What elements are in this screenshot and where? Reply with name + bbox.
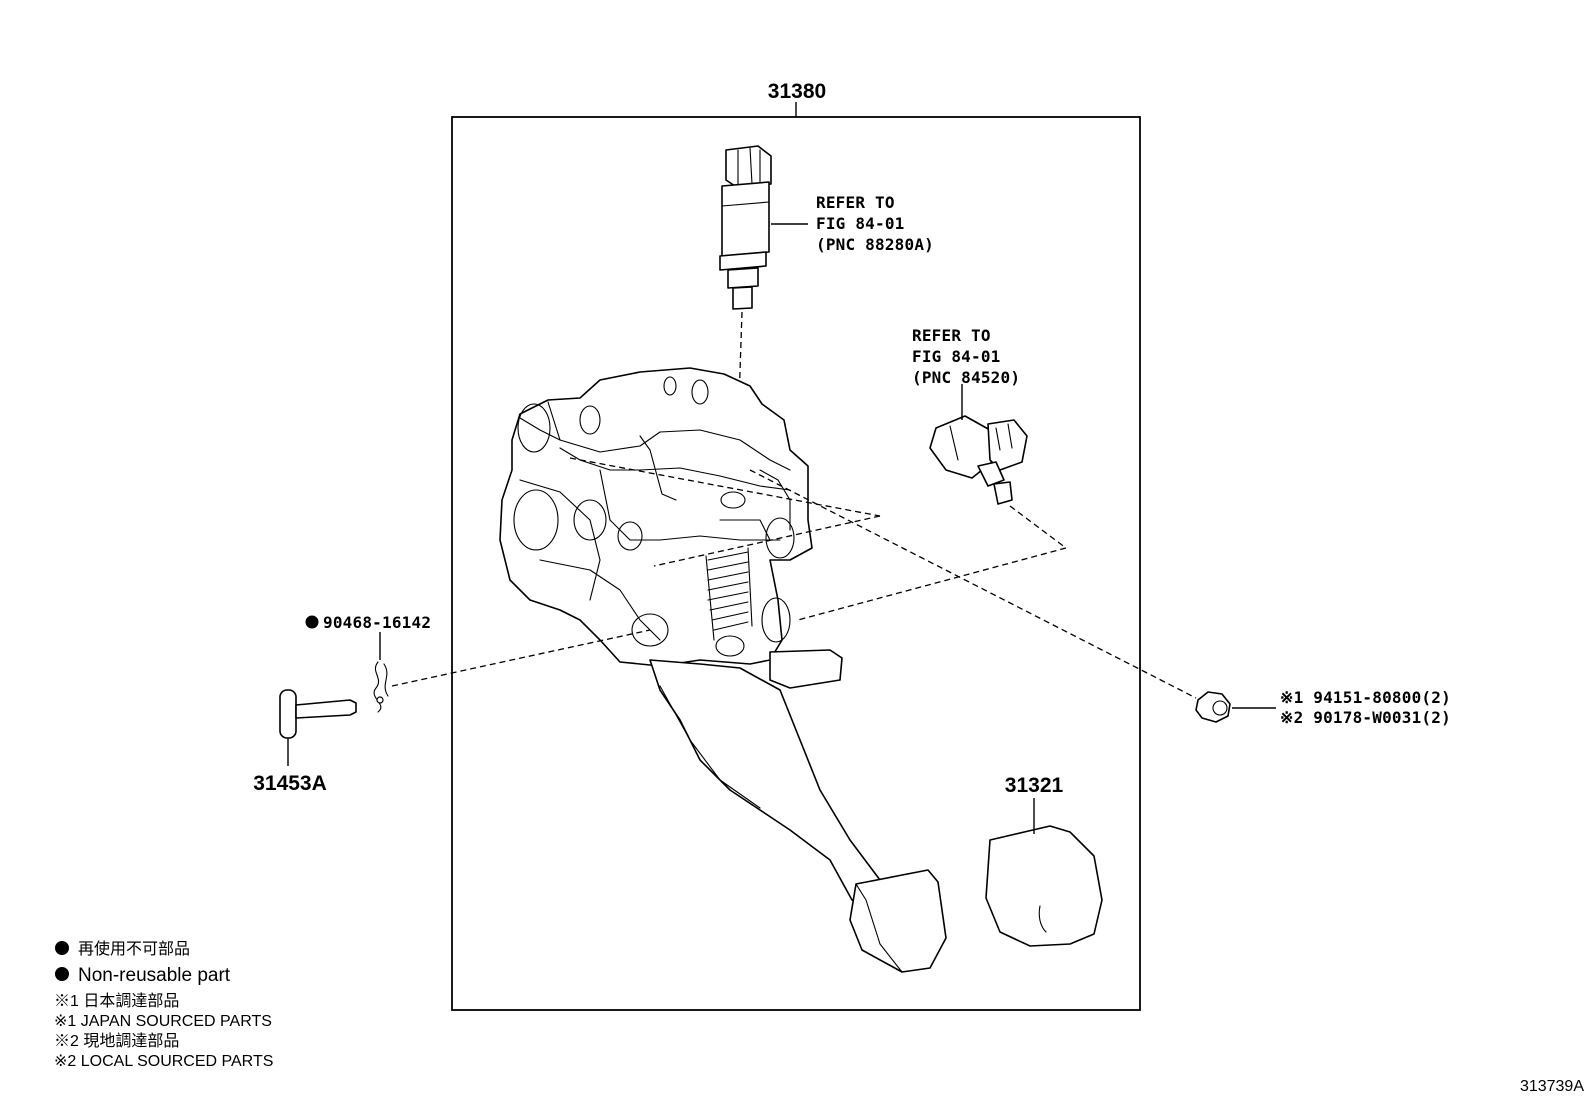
brake-pedal-arm[interactable] <box>649 659 947 973</box>
legend-local-sourced-en: ※2 LOCAL SOURCED PARTS <box>54 1053 273 1070</box>
pedal-pad[interactable] <box>985 825 1103 947</box>
nut[interactable] <box>1195 691 1231 723</box>
legend-non-reusable-jp: 再使用不可部品 <box>78 940 190 958</box>
stop-light-switch[interactable] <box>719 145 772 310</box>
non-reusable-dot-icon <box>55 941 69 955</box>
clip-part-number[interactable]: 90468-16142 <box>323 613 431 632</box>
pedal-pad-part-number[interactable]: 31321 <box>1005 774 1064 797</box>
pin-part-number[interactable]: 31453A <box>253 772 327 795</box>
brake-pedal-bracket[interactable] <box>499 367 843 689</box>
legend-japan-sourced-en: ※1 JAPAN SOURCED PARTS <box>54 1013 272 1030</box>
legend-japan-sourced-jp: ※1 日本調達部品 <box>54 992 179 1010</box>
bracket-dashline <box>569 457 881 517</box>
pin[interactable] <box>279 689 357 739</box>
svg-text:REFER TO: REFER TO <box>816 193 895 212</box>
clip[interactable] <box>373 661 389 713</box>
svg-text:FIG 84-01: FIG 84-01 <box>912 347 1001 366</box>
clutch-switch-dashline <box>797 505 1068 621</box>
nut-dashline <box>749 469 1197 699</box>
assembly-part-number[interactable]: 31380 <box>768 80 826 103</box>
non-reusable-dot-icon <box>305 615 319 629</box>
nut-part-number-2[interactable]: ※2 90178-W0031(2) <box>1280 708 1451 727</box>
bracket-dashline-2 <box>653 515 881 567</box>
clutch-switch[interactable] <box>929 415 1028 505</box>
svg-text:(PNC 88280A): (PNC 88280A) <box>816 235 934 254</box>
svg-text:FIG 84-01: FIG 84-01 <box>816 214 905 233</box>
clutch-switch-ref[interactable]: REFER TO FIG 84-01 (PNC 84520) <box>912 326 1020 387</box>
legend-non-reusable-en: Non-reusable part <box>78 965 231 986</box>
stop-light-switch-ref[interactable]: REFER TO FIG 84-01 (PNC 88280A) <box>816 193 934 254</box>
legend: 再使用不可部品 Non-reusable part ※1 日本調達部品 ※1 J… <box>54 940 273 1070</box>
legend-local-sourced-jp: ※2 現地調達部品 <box>54 1032 179 1050</box>
svg-text:REFER TO: REFER TO <box>912 326 991 345</box>
nut-part-number-1[interactable]: ※1 94151-80800(2) <box>1280 688 1451 707</box>
figure-id: 313739A <box>1520 1078 1584 1095</box>
pin-dashline <box>391 629 651 687</box>
non-reusable-dot-icon <box>55 967 69 981</box>
svg-text:(PNC 84520): (PNC 84520) <box>912 368 1020 387</box>
